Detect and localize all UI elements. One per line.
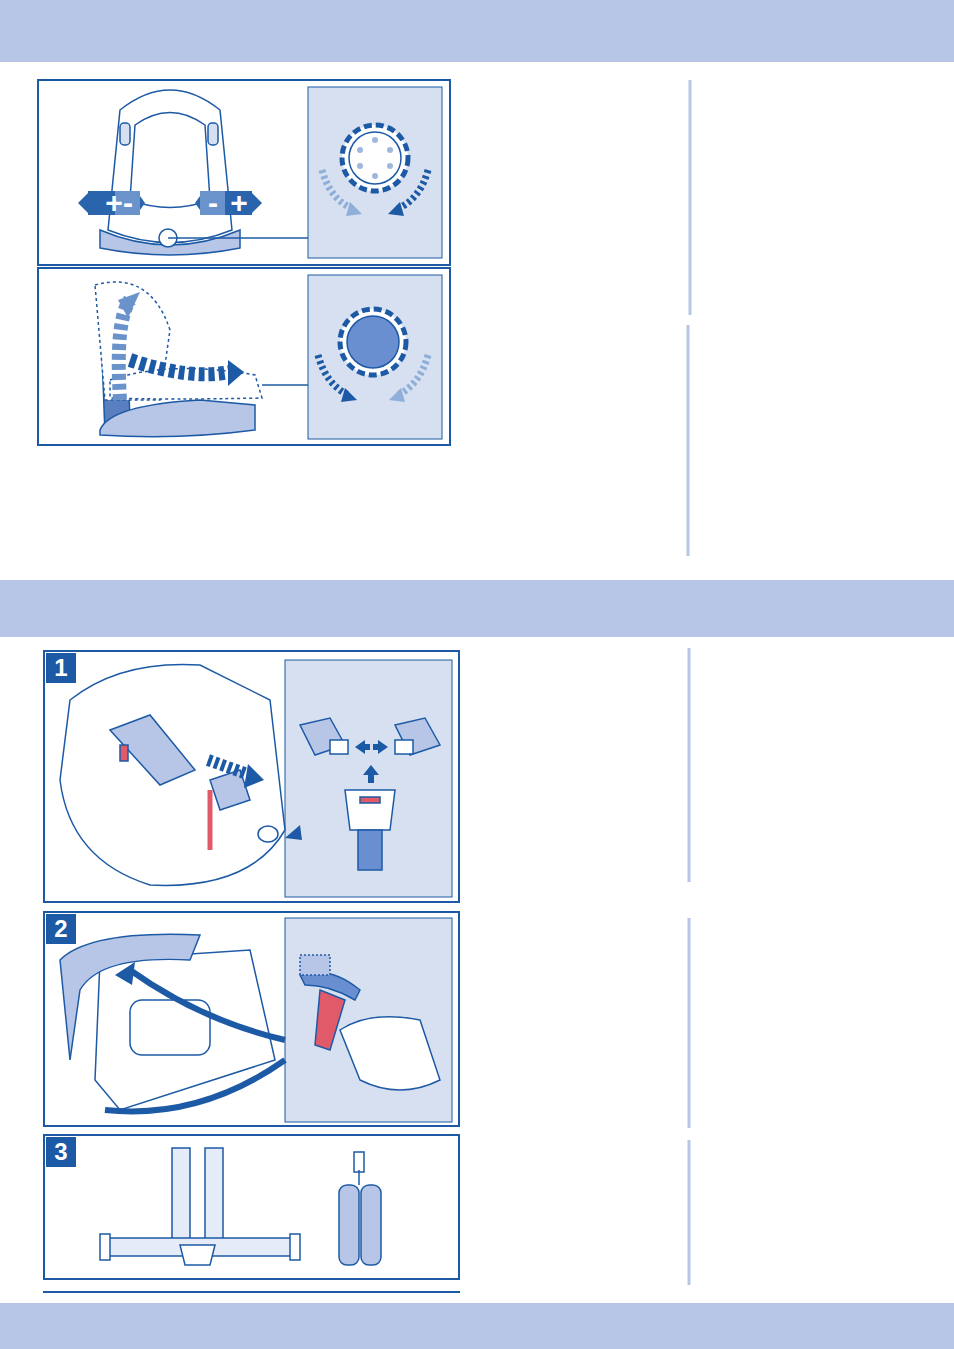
panel xyxy=(38,268,450,445)
step-panel: 2 xyxy=(43,911,460,1127)
adjust-sign: + xyxy=(102,190,126,216)
header-band xyxy=(0,0,954,62)
adjust-sign: + xyxy=(227,190,251,216)
panel xyxy=(38,80,450,265)
adjust-sign: - xyxy=(116,190,140,216)
step-panel: 3 xyxy=(43,1134,460,1280)
callout-number: 1 xyxy=(46,653,76,683)
adjust-sign: - xyxy=(201,190,225,216)
callout-number: 3 xyxy=(46,1137,76,1167)
callout-number: 2 xyxy=(46,914,76,944)
header-band xyxy=(0,580,954,637)
step-panel: 1 xyxy=(43,650,460,903)
header-band xyxy=(0,1303,954,1349)
